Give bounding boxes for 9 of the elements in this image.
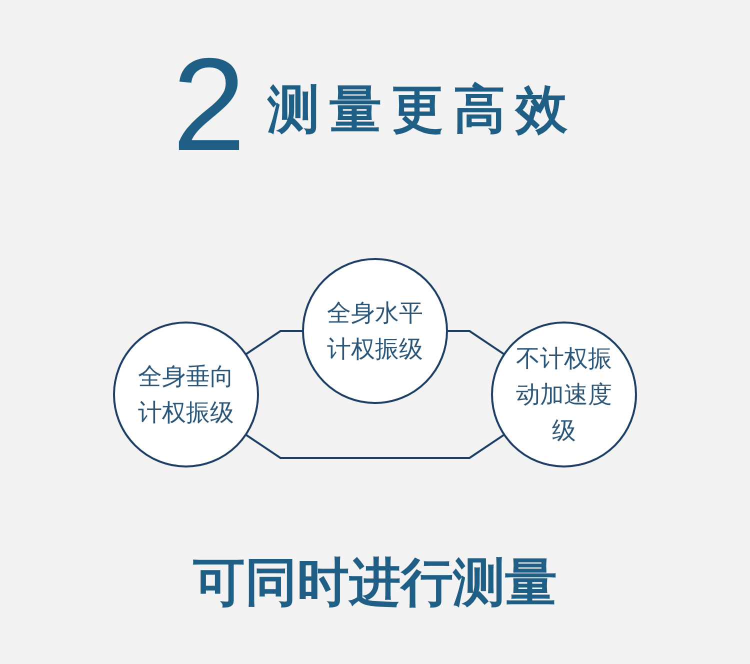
circle-node: 全身水平计权振级 (302, 258, 448, 404)
connector-line (245, 434, 505, 459)
circle-node: 不计权振动加速度级 (491, 321, 637, 468)
connector-line (245, 330, 303, 355)
caption: 可同时进行测量 (193, 553, 557, 613)
connector-line (447, 330, 505, 355)
circle-node: 全身垂向计权振级 (113, 321, 259, 468)
section-number: 2 (172, 39, 246, 171)
title: 测量更高效 (268, 78, 578, 142)
